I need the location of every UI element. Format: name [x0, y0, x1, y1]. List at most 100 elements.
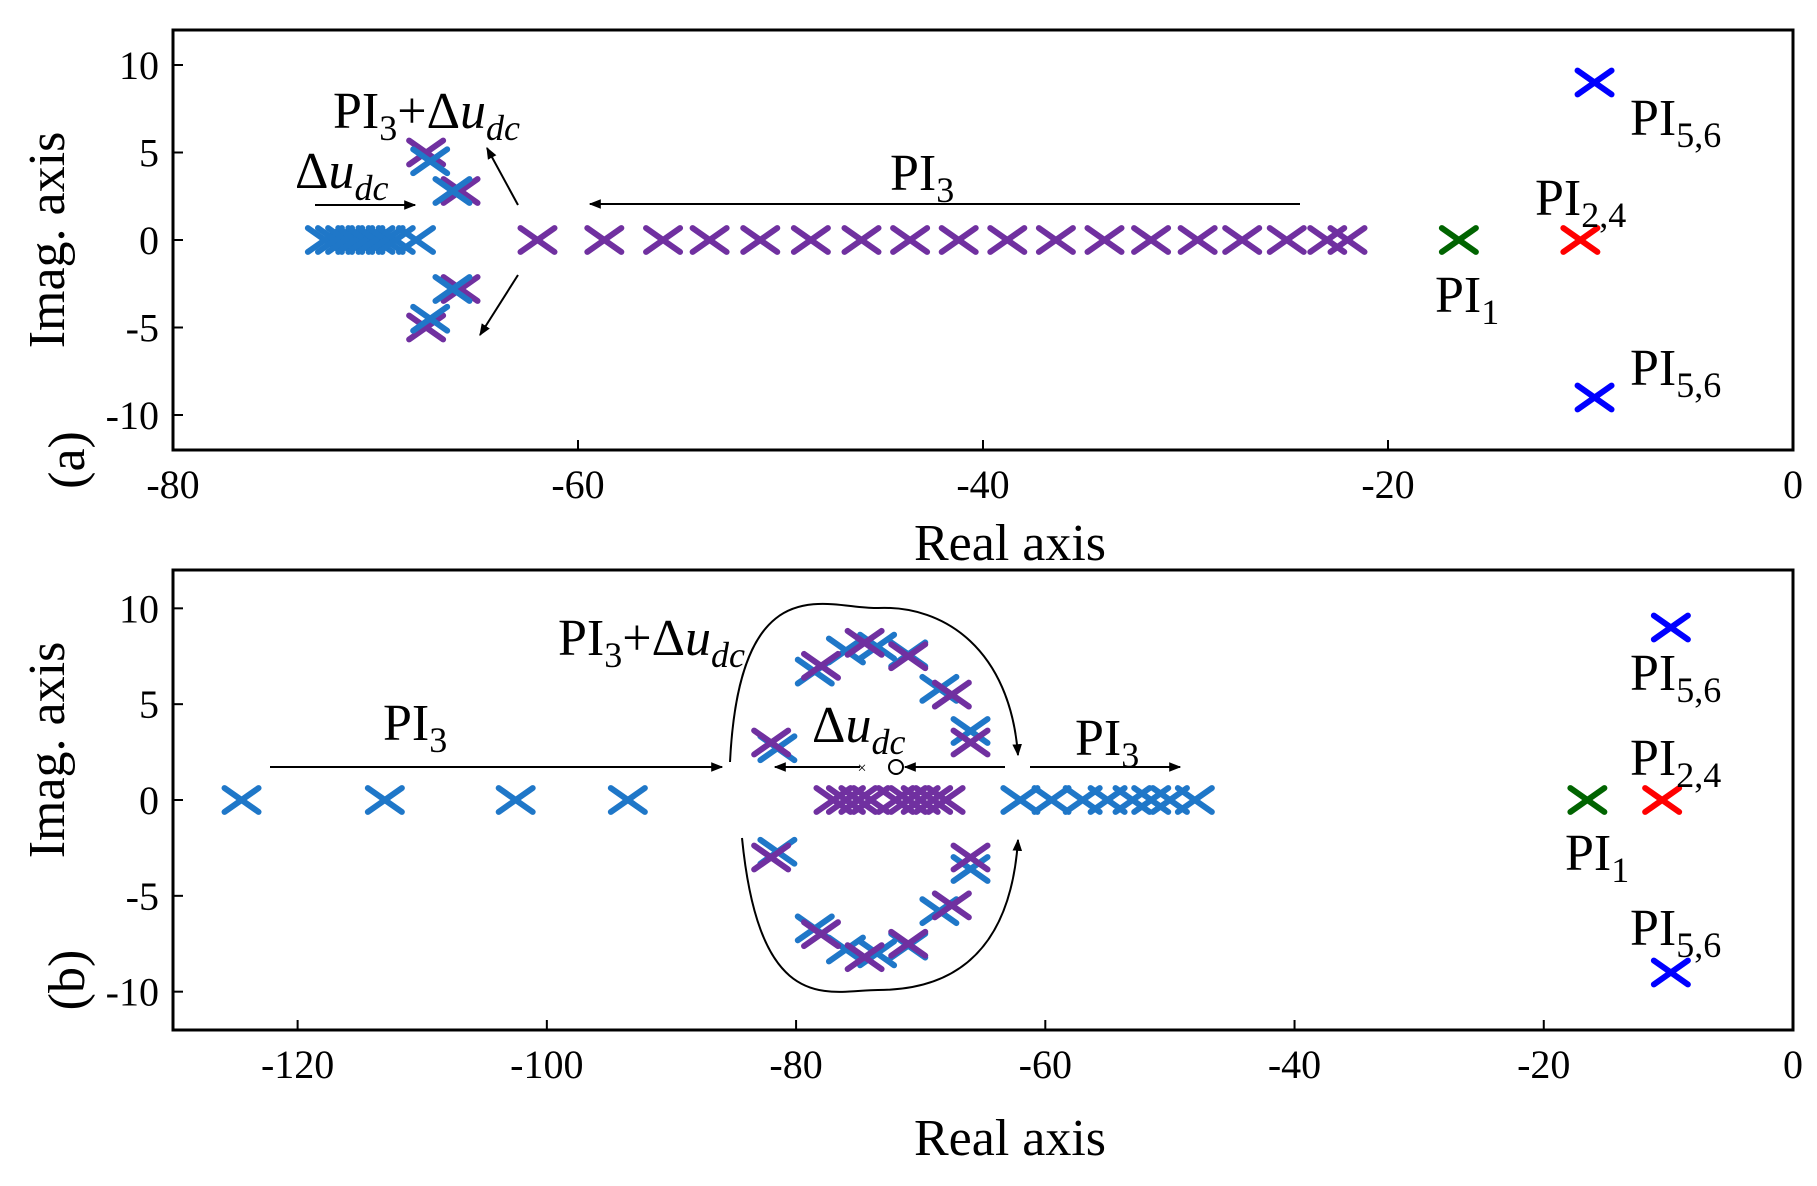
panel-b-small-o — [888, 759, 904, 775]
pole-marker-purple — [1327, 225, 1368, 255]
panel-a-ylabel: Imag. axis — [19, 132, 76, 349]
pole-marker-purple — [1084, 225, 1125, 255]
pole-marker-green — [1567, 785, 1608, 815]
panel-b-markers — [221, 612, 1691, 988]
x-tick-label: -20 — [1517, 1042, 1570, 1087]
pole-marker-lightblue — [432, 176, 473, 206]
pole-marker-purple — [841, 225, 882, 255]
pole-marker-purple — [406, 137, 447, 168]
panel-a-label: (a) — [39, 431, 96, 489]
pole-marker-purple — [643, 225, 684, 255]
y-tick-label: 0 — [139, 218, 159, 263]
pole-marker-purple — [913, 785, 954, 815]
panel-b-annotation-pi3-left: PI3 — [383, 695, 447, 760]
pole-marker-lightblue — [221, 785, 262, 815]
pole-marker-purple — [890, 225, 931, 255]
panel-a-arrow-up — [486, 146, 519, 206]
panel-b-lower-envelope — [741, 837, 1023, 993]
panel-a-x-ticks: -80 -60 -40 -20 0 — [146, 440, 1803, 507]
x-tick-label: -80 — [146, 462, 199, 507]
pole-marker-purple — [925, 785, 966, 815]
pole-marker-purple — [406, 312, 447, 343]
panel-a-annotation-pi1: PI1 — [1435, 267, 1499, 332]
panel-b-ylabel: Imag. axis — [19, 642, 76, 859]
pole-marker-lightblue — [1174, 785, 1215, 815]
pole-marker-blue — [1650, 957, 1691, 988]
pole-marker-purple — [1035, 225, 1076, 255]
panel-a-annotation-pi24: PI2,4 — [1535, 170, 1626, 235]
panel-b-annotation-pi56-top: PI5,6 — [1630, 645, 1721, 710]
panel-b-annotation-pi56-bot: PI5,6 — [1630, 900, 1721, 965]
pole-marker-red — [1560, 225, 1601, 255]
pole-marker-lightblue — [950, 854, 991, 884]
y-tick-label: 5 — [139, 131, 159, 176]
panel-a-annotation-pi56-top: PI5,6 — [1630, 90, 1721, 155]
panel-b-annotation-du: Δudc — [812, 697, 905, 762]
panel-a: -80 -60 -40 -20 0 10 5 0 -5 -10 Real axis Imag. … — [19, 28, 1803, 572]
x-tick-label: -40 — [956, 462, 1009, 507]
pole-marker-purple — [1222, 225, 1263, 255]
pole-marker-blue — [1574, 382, 1615, 413]
y-tick-label: -10 — [106, 393, 159, 438]
pole-marker-purple — [888, 928, 929, 959]
x-tick-label: -80 — [769, 1042, 822, 1087]
pole-marker-purple — [931, 679, 972, 710]
pole-marker-purple — [584, 225, 625, 255]
x-tick-label: -20 — [1361, 462, 1414, 507]
pole-marker-purple — [689, 225, 730, 255]
pole-marker-purple — [790, 225, 831, 255]
panel-b-frame — [171, 568, 1795, 1032]
panel-b-annotation-pi24: PI2,4 — [1630, 730, 1721, 795]
pole-marker-lightblue — [365, 225, 406, 255]
pole-marker-purple — [1266, 225, 1307, 255]
pole-marker-blue — [1574, 67, 1615, 98]
pole-marker-purple — [440, 176, 481, 206]
y-tick-label: 10 — [119, 43, 159, 88]
pole-marker-purple — [801, 650, 841, 681]
pole-marker-purple — [844, 942, 885, 973]
panel-a-annotation-du: Δudc — [295, 143, 388, 208]
pole-marker-purple — [1177, 225, 1218, 255]
panel-b-annotation-pi1: PI1 — [1565, 825, 1629, 890]
pole-marker-lightblue — [1000, 785, 1041, 815]
x-tick-label: -120 — [261, 1042, 334, 1087]
panel-b-small-x: × — [857, 760, 866, 777]
pole-marker-purple — [838, 785, 879, 815]
panel-a-markers — [304, 67, 1615, 413]
y-tick-label: -5 — [126, 874, 159, 919]
pole-marker-lightblue — [1031, 785, 1072, 815]
y-tick-label: -5 — [126, 306, 159, 351]
panel-a-annotation-pi56-bot: PI5,6 — [1630, 340, 1721, 405]
x-tick-label: 0 — [1783, 462, 1803, 507]
x-tick-label: -40 — [1268, 1042, 1321, 1087]
panel-a-arrow-down — [479, 274, 519, 337]
panel-a-xlabel: Real axis — [914, 515, 1106, 572]
x-tick-label: -100 — [510, 1042, 583, 1087]
pole-marker-purple — [751, 842, 792, 873]
pole-marker-purple — [751, 727, 792, 758]
pole-marker-red — [1642, 785, 1683, 815]
pole-marker-purple — [517, 225, 558, 255]
pole-marker-lightblue — [410, 303, 451, 334]
pole-marker-blue — [1650, 612, 1691, 643]
panel-b-annotation-pi3-du: PI3+Δudc — [558, 610, 745, 675]
pole-marker-purple — [440, 274, 481, 304]
pole-marker-lightblue — [396, 225, 436, 255]
pole-marker-purple — [950, 842, 991, 873]
pole-marker-purple — [938, 225, 979, 255]
pole-marker-lightblue — [950, 716, 991, 746]
x-tick-label: -60 — [551, 462, 604, 507]
pole-marker-purple — [740, 225, 781, 255]
pole-marker-purple — [888, 641, 929, 672]
pole-marker-lightblue — [607, 785, 648, 815]
pole-marker-purple — [1131, 225, 1172, 255]
pole-marker-lightblue — [410, 146, 451, 177]
pole-marker-purple — [987, 225, 1028, 255]
x-tick-label: -60 — [1019, 1042, 1072, 1087]
pole-marker-green — [1438, 225, 1479, 255]
panel-a-annotation-pi3: PI3 — [890, 145, 954, 210]
y-tick-label: 0 — [139, 778, 159, 823]
